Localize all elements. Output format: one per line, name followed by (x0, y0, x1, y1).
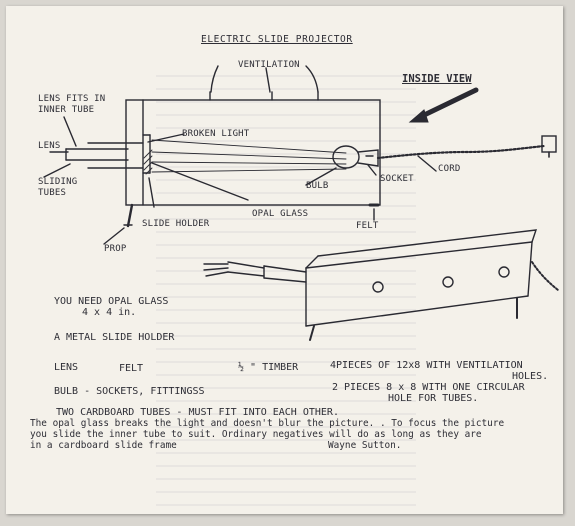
label-cord: CORD (438, 164, 461, 174)
label-slide-holder: SLIDE HOLDER (142, 219, 210, 229)
materials-timber: ½ " TIMBER (238, 362, 299, 373)
note-author: Wayne Sutton. (328, 440, 402, 451)
label-opal-glass: OPAL GLASS (252, 209, 309, 219)
label-lens: LENS (38, 141, 61, 151)
projector-diagram (43, 65, 559, 341)
label-socket: SOCKET (380, 174, 414, 184)
inside-view-label: INSIDE VIEW (402, 73, 472, 85)
opal-glass-hatch (143, 149, 153, 175)
bulb (332, 145, 360, 169)
materials-pieces-4: HOLE FOR TUBES. (388, 393, 479, 404)
note-line-1: The opal glass breaks the light and does… (30, 418, 505, 429)
exterior-view (203, 229, 559, 341)
materials-felt: FELT (119, 363, 144, 374)
label-sliding-2: TUBES (38, 188, 67, 198)
materials-bulb: BULB - SOCKETS, FITTINGSS (54, 386, 205, 397)
label-sliding-1: SLIDING (38, 177, 78, 187)
label-felt: FELT (356, 221, 379, 231)
plug (541, 135, 557, 153)
materials-pieces-1: 4PIECES OF 12x8 WITH VENTILATION (330, 360, 523, 371)
materials-opal-1: YOU NEED OPAL GLASS (54, 296, 169, 307)
inside-view-arrow (415, 87, 479, 121)
label-bulb: BULB (306, 181, 329, 191)
label-lens-fits-2: INNER TUBE (38, 105, 95, 115)
page-title: ELECTRIC SLIDE PROJECTOR (201, 34, 353, 45)
light-rays (151, 139, 347, 173)
projector-box (125, 99, 381, 206)
label-prop: PROP (104, 244, 127, 254)
note-line-2: you slide the inner tube to suit. Ordina… (30, 429, 482, 440)
label-lens-fits-1: LENS FITS IN (38, 94, 106, 104)
materials-slide-holder: A METAL SLIDE HOLDER (54, 332, 175, 343)
materials-pieces-3: 2 PIECES 8 x 8 WITH ONE CIRCULAR (332, 382, 525, 393)
materials-lens: LENS (54, 362, 79, 373)
label-broken-light: BROKEN LIGHT (182, 129, 250, 139)
socket (357, 149, 379, 167)
paper-sheet: ELECTRIC SLIDE PROJECTOR INSIDE VIEW VEN… (6, 6, 563, 514)
cord (376, 144, 546, 160)
materials-opal-2: 4 x 4 in. (82, 307, 137, 318)
note-tubes: TWO CARDBOARD TUBES - MUST FIT INTO EACH… (56, 407, 339, 418)
materials-pieces-2: HOLES. (512, 371, 549, 382)
note-line-3: in a cardboard slide frame (30, 440, 177, 451)
prop (126, 203, 134, 228)
label-ventilation: VENTILATION (238, 60, 300, 70)
